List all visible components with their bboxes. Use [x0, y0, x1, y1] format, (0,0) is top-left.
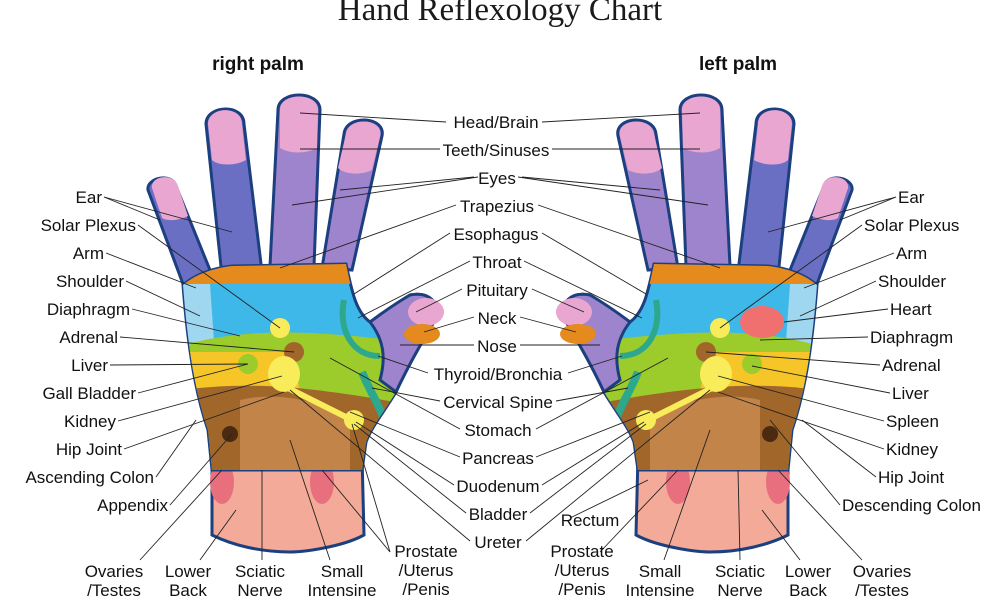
label-eyes: Eyes	[478, 169, 516, 188]
label-bladder: Bladder	[469, 505, 528, 524]
right-label-nerve: Nerve	[237, 581, 282, 600]
right-label-uterus: /Uterus	[399, 561, 454, 580]
right-palm-subtitle: right palm	[212, 54, 304, 75]
right-label-adrenal: Adrenal	[59, 328, 118, 347]
right-label-prostate: Prostate	[394, 542, 457, 561]
left-label-descending-colon: Descending Colon	[842, 496, 981, 515]
left-label-uterus: /Uterus	[555, 561, 610, 580]
left-palm-hand	[556, 95, 852, 552]
label-duodenum: Duodenum	[456, 477, 539, 496]
left-label-testes: /Testes	[855, 581, 909, 600]
label-trapezius: Trapezius	[460, 197, 534, 216]
right-label-lower: Lower	[165, 562, 212, 581]
right-label-sciatic: Sciatic	[235, 562, 286, 581]
right-label-gall-bladder: Gall Bladder	[42, 384, 136, 403]
left-palm-subtitle: left palm	[699, 54, 777, 75]
heart-spot	[740, 306, 784, 338]
right-palm-hand	[148, 95, 444, 552]
right-label-shoulder: Shoulder	[56, 272, 124, 291]
label-pancreas: Pancreas	[462, 449, 534, 468]
label-cervical-spine: Cervical Spine	[443, 393, 553, 412]
right-label-ear: Ear	[76, 188, 103, 207]
left-label-solar-plexus: Solar Plexus	[864, 216, 959, 235]
right-label-intensine: Intensine	[308, 581, 377, 600]
left-label-small: Small	[639, 562, 682, 581]
label-nose: Nose	[477, 337, 517, 356]
left-label-diaphragm: Diaphragm	[870, 328, 953, 347]
label-throat: Throat	[472, 253, 521, 272]
label-thyroid-bronchia: Thyroid/Bronchia	[434, 365, 563, 384]
label-neck: Neck	[478, 309, 517, 328]
left-label-adrenal: Adrenal	[882, 356, 941, 375]
left-label-nerve: Nerve	[717, 581, 762, 600]
left-label-shoulder: Shoulder	[878, 272, 946, 291]
right-label-liver: Liver	[71, 356, 108, 375]
right-label-back: Back	[169, 581, 207, 600]
chart-title: Hand Reflexology Chart	[338, 0, 662, 28]
left-label-hip-joint: Hip Joint	[878, 468, 944, 487]
right-label-diaphragm: Diaphragm	[47, 300, 130, 319]
left-label-liver: Liver	[892, 384, 929, 403]
right-label-kidney: Kidney	[64, 412, 116, 431]
left-label-penis: /Penis	[558, 580, 605, 599]
left-label-rectum: Rectum	[561, 511, 620, 530]
left-label-intensine: Intensine	[626, 581, 695, 600]
label-teeth-sinuses: Teeth/Sinuses	[443, 141, 550, 160]
right-label-appendix: Appendix	[97, 496, 168, 515]
left-label-spleen: Spleen	[886, 412, 939, 431]
label-head-brain: Head/Brain	[453, 113, 538, 132]
right-label-hip-joint: Hip Joint	[56, 440, 122, 459]
right-label-arm: Arm	[73, 244, 104, 263]
label-pituitary: Pituitary	[466, 281, 528, 300]
label-stomach: Stomach	[464, 421, 531, 440]
left-label-sciatic: Sciatic	[715, 562, 766, 581]
right-label-ovaries: Ovaries	[85, 562, 144, 581]
right-label-testes: /Testes	[87, 581, 141, 600]
left-label-kidney: Kidney	[886, 440, 938, 459]
right-label-small: Small	[321, 562, 364, 581]
left-label-arm: Arm	[896, 244, 927, 263]
left-label-heart: Heart	[890, 300, 932, 319]
right-label-ascending-colon: Ascending Colon	[25, 468, 154, 487]
right-label-penis: /Penis	[402, 580, 449, 599]
label-ureter: Ureter	[474, 533, 522, 552]
left-label-lower: Lower	[785, 562, 832, 581]
left-label-prostate: Prostate	[550, 542, 613, 561]
label-esophagus: Esophagus	[453, 225, 538, 244]
left-label-ovaries: Ovaries	[853, 562, 912, 581]
left-label-back: Back	[789, 581, 827, 600]
leader-lines	[103, 112, 897, 561]
left-label-ear: Ear	[898, 188, 925, 207]
right-label-solar-plexus: Solar Plexus	[41, 216, 136, 235]
